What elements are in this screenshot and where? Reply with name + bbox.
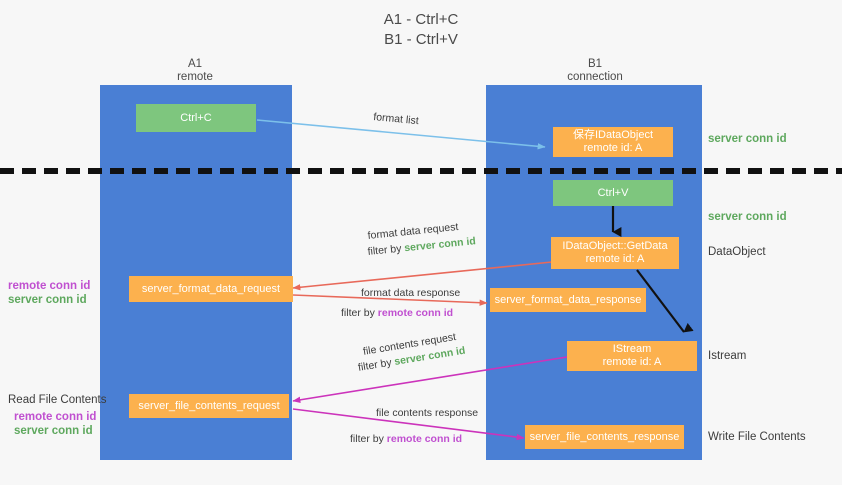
label-file-remote-conn-id: remote conn id <box>14 411 97 423</box>
column-header-left-name: A1 <box>187 58 203 70</box>
box-ctrl-v[interactable]: Ctrl+V <box>553 180 673 206</box>
column-header-left-role: remote <box>177 71 213 83</box>
annotation-filter-value-2: remote conn id <box>377 307 454 319</box>
annotation-format-data-response-filter: filter by remote conn id <box>341 306 453 320</box>
page-title: A1 - Ctrl+C B1 - Ctrl+V <box>383 11 459 48</box>
label-format-remote-conn-id: remote conn id <box>8 280 91 292</box>
label-format-server-conn-id: server conn id <box>8 294 87 306</box>
column-header-left: A1 remote <box>135 58 255 84</box>
annotation-format-list: format list <box>372 110 420 128</box>
annotation-filter-value-4: remote conn id <box>386 433 463 445</box>
box-server-file-contents-request[interactable]: server_file_contents_request <box>129 394 289 418</box>
box-server-format-data-response[interactable]: server_format_data_response <box>490 288 646 312</box>
label-istream: Istream <box>708 350 747 362</box>
label-format-conn-ids: remote conn id server conn id <box>8 279 90 307</box>
label-file-server-conn-id: server conn id <box>14 425 93 437</box>
label-server-conn-id-mid: server conn id <box>708 211 787 223</box>
annotation-filter-prefix-4: filter by <box>350 433 387 445</box>
annotation-filter-prefix-1: filter by <box>367 242 405 258</box>
label-dataobject: DataObject <box>708 246 766 258</box>
box-istream[interactable]: IStream remote id: A <box>567 341 697 371</box>
label-server-conn-id-top: server conn id <box>708 133 787 145</box>
box-ctrl-c[interactable]: Ctrl+C <box>136 104 256 132</box>
phase-divider <box>0 168 842 174</box>
annotation-filter-prefix-3: filter by <box>357 356 396 374</box>
annotation-file-contents-response: file contents response <box>376 407 479 419</box>
column-header-right-name: B1 <box>587 58 603 70</box>
label-file-conn-ids: remote conn id server conn id <box>14 410 96 438</box>
box-server-file-contents-response[interactable]: server_file_contents_response <box>525 425 684 449</box>
box-idataobject-getdata[interactable]: IDataObject::GetData remote id: A <box>551 237 679 269</box>
column-header-right-role: connection <box>567 71 623 83</box>
annotation-format-data-response: format data response <box>361 287 461 299</box>
box-server-format-data-request[interactable]: server_format_data_request <box>129 276 293 302</box>
column-header-right: B1 connection <box>535 58 655 84</box>
label-read-file-contents: Read File Contents <box>8 394 107 406</box>
annotation-filter-prefix-2: filter by <box>341 307 378 319</box>
box-save-idataobject[interactable]: 保存IDataObject remote id: A <box>553 127 673 157</box>
annotation-file-contents-response-filter: filter by remote conn id <box>350 432 462 446</box>
label-write-file-contents: Write File Contents <box>708 431 806 443</box>
